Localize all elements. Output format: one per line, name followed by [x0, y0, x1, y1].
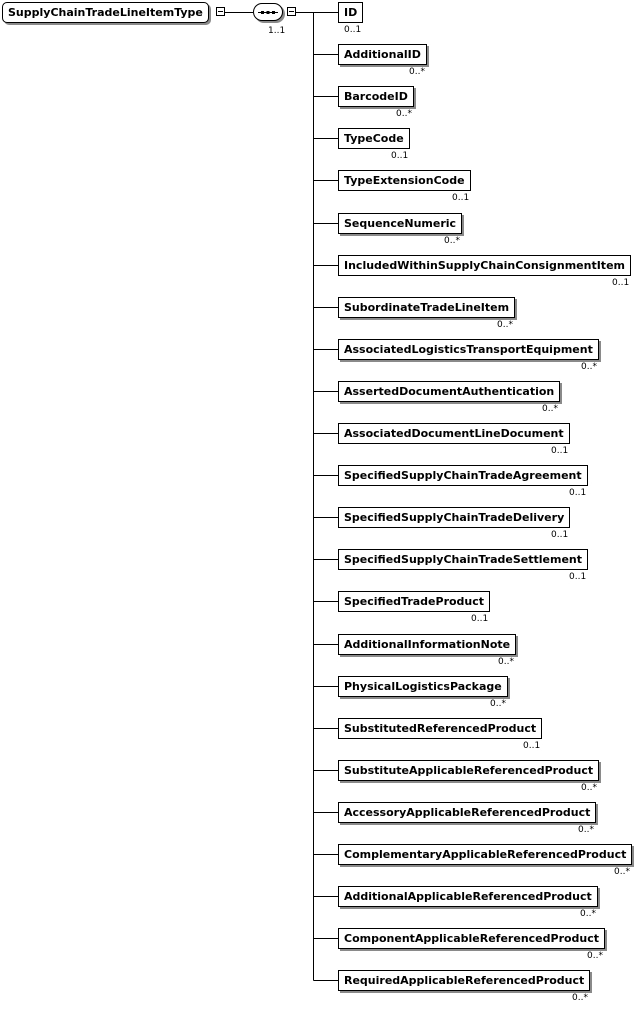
element-label: AssertedDocumentAuthentication — [344, 385, 555, 398]
element-label: ComponentApplicableReferencedProduct — [344, 932, 600, 945]
element-node[interactable]: SpecifiedTradeProduct — [338, 591, 491, 612]
element-label: AccessoryApplicableReferencedProduct — [344, 806, 591, 819]
element-label: SpecifiedSupplyChainTradeDelivery — [344, 511, 565, 524]
element-cardinality: 0..1 — [551, 446, 569, 456]
element-cardinality: 0..1 — [452, 193, 470, 203]
element-node[interactable]: AdditionalInformationNote — [338, 634, 517, 655]
element-node[interactable]: RequiredApplicableReferencedProduct — [338, 970, 591, 991]
element-cardinality: 0..* — [580, 909, 596, 919]
element-label: IncludedWithinSupplyChainConsignmentItem — [344, 259, 625, 272]
element-cardinality: 0..* — [409, 67, 425, 77]
element-label: BarcodeID — [344, 90, 408, 103]
element-cardinality: 0..* — [396, 109, 412, 119]
sequence-collapse-toggle-icon[interactable] — [287, 7, 296, 16]
element-node[interactable]: SpecifiedSupplyChainTradeSettlement — [338, 549, 589, 570]
element-label: TypeCode — [344, 132, 404, 145]
element-label: ID — [344, 6, 358, 19]
element-cardinality: 0..* — [578, 825, 594, 835]
element-node[interactable]: ComplementaryApplicableReferencedProduct — [338, 844, 633, 865]
element-label: AdditionalID — [344, 48, 421, 61]
element-cardinality: 0..* — [542, 404, 558, 414]
element-label: AssociatedDocumentLineDocument — [344, 427, 564, 440]
element-node[interactable]: TypeExtensionCode — [338, 170, 471, 191]
element-cardinality: 0..* — [614, 867, 630, 877]
element-cardinality: 0..* — [572, 993, 588, 1003]
element-node[interactable]: AssociatedDocumentLineDocument — [338, 423, 570, 444]
element-label: AssociatedLogisticsTransportEquipment — [344, 343, 593, 356]
element-label: ComplementaryApplicableReferencedProduct — [344, 848, 627, 861]
element-cardinality: 0..* — [497, 320, 513, 330]
element-cardinality: 0..* — [490, 699, 506, 709]
element-cardinality: 0..* — [581, 362, 597, 372]
element-node[interactable]: AdditionalApplicableReferencedProduct — [338, 886, 598, 907]
element-label: SpecifiedSupplyChainTradeSettlement — [344, 553, 583, 566]
element-node[interactable]: IncludedWithinSupplyChainConsignmentItem — [338, 255, 631, 276]
element-cardinality: 0..1 — [612, 278, 630, 288]
element-label: SequenceNumeric — [344, 217, 457, 230]
sequence-dots-icon — [258, 11, 278, 14]
element-node[interactable]: AccessoryApplicableReferencedProduct — [338, 802, 597, 823]
element-node[interactable]: ComponentApplicableReferencedProduct — [338, 928, 606, 949]
element-cardinality: 0..* — [498, 657, 514, 667]
element-label: SubordinateTradeLineItem — [344, 301, 510, 314]
element-node[interactable]: TypeCode — [338, 128, 410, 149]
element-cardinality: 0..1 — [523, 741, 541, 751]
element-cardinality: 0..* — [444, 236, 460, 246]
element-label: AdditionalInformationNote — [344, 638, 511, 651]
element-label: SpecifiedSupplyChainTradeAgreement — [344, 469, 582, 482]
element-label: TypeExtensionCode — [344, 174, 465, 187]
element-node[interactable]: AssociatedLogisticsTransportEquipment — [338, 339, 599, 360]
element-node[interactable]: ID — [338, 2, 364, 23]
element-cardinality: 0..* — [581, 783, 597, 793]
element-label: RequiredApplicableReferencedProduct — [344, 974, 585, 987]
element-node[interactable]: SubordinateTradeLineItem — [338, 297, 516, 318]
element-label: SubstituteApplicableReferencedProduct — [344, 764, 594, 777]
root-type-label: SupplyChainTradeLineItemType — [8, 6, 203, 19]
element-node[interactable]: SpecifiedSupplyChainTradeAgreement — [338, 465, 588, 486]
element-cardinality: 0..1 — [391, 151, 409, 161]
element-cardinality: 0..1 — [551, 530, 569, 540]
element-node[interactable]: SpecifiedSupplyChainTradeDelivery — [338, 507, 571, 528]
element-label: SpecifiedTradeProduct — [344, 595, 485, 608]
sequence-compositor[interactable] — [253, 3, 283, 21]
element-node[interactable]: SequenceNumeric — [338, 213, 463, 234]
element-node[interactable]: PhysicalLogisticsPackage — [338, 676, 508, 697]
sequence-cardinality: 1..1 — [268, 26, 286, 36]
element-label: PhysicalLogisticsPackage — [344, 680, 502, 693]
element-label: SubstitutedReferencedProduct — [344, 722, 537, 735]
element-cardinality: 0..1 — [344, 25, 362, 35]
element-node[interactable]: AdditionalID — [338, 44, 427, 65]
root-collapse-toggle-icon[interactable] — [216, 7, 225, 16]
element-label: AdditionalApplicableReferencedProduct — [344, 890, 592, 903]
element-cardinality: 0..1 — [471, 614, 489, 624]
root-type-node[interactable]: SupplyChainTradeLineItemType — [2, 2, 209, 23]
element-node[interactable]: SubstituteApplicableReferencedProduct — [338, 760, 600, 781]
element-node[interactable]: BarcodeID — [338, 86, 414, 107]
element-cardinality: 0..1 — [569, 488, 587, 498]
element-node[interactable]: SubstitutedReferencedProduct — [338, 718, 543, 739]
element-cardinality: 0..* — [587, 951, 603, 961]
element-node[interactable]: AssertedDocumentAuthentication — [338, 381, 561, 402]
element-cardinality: 0..1 — [569, 572, 587, 582]
